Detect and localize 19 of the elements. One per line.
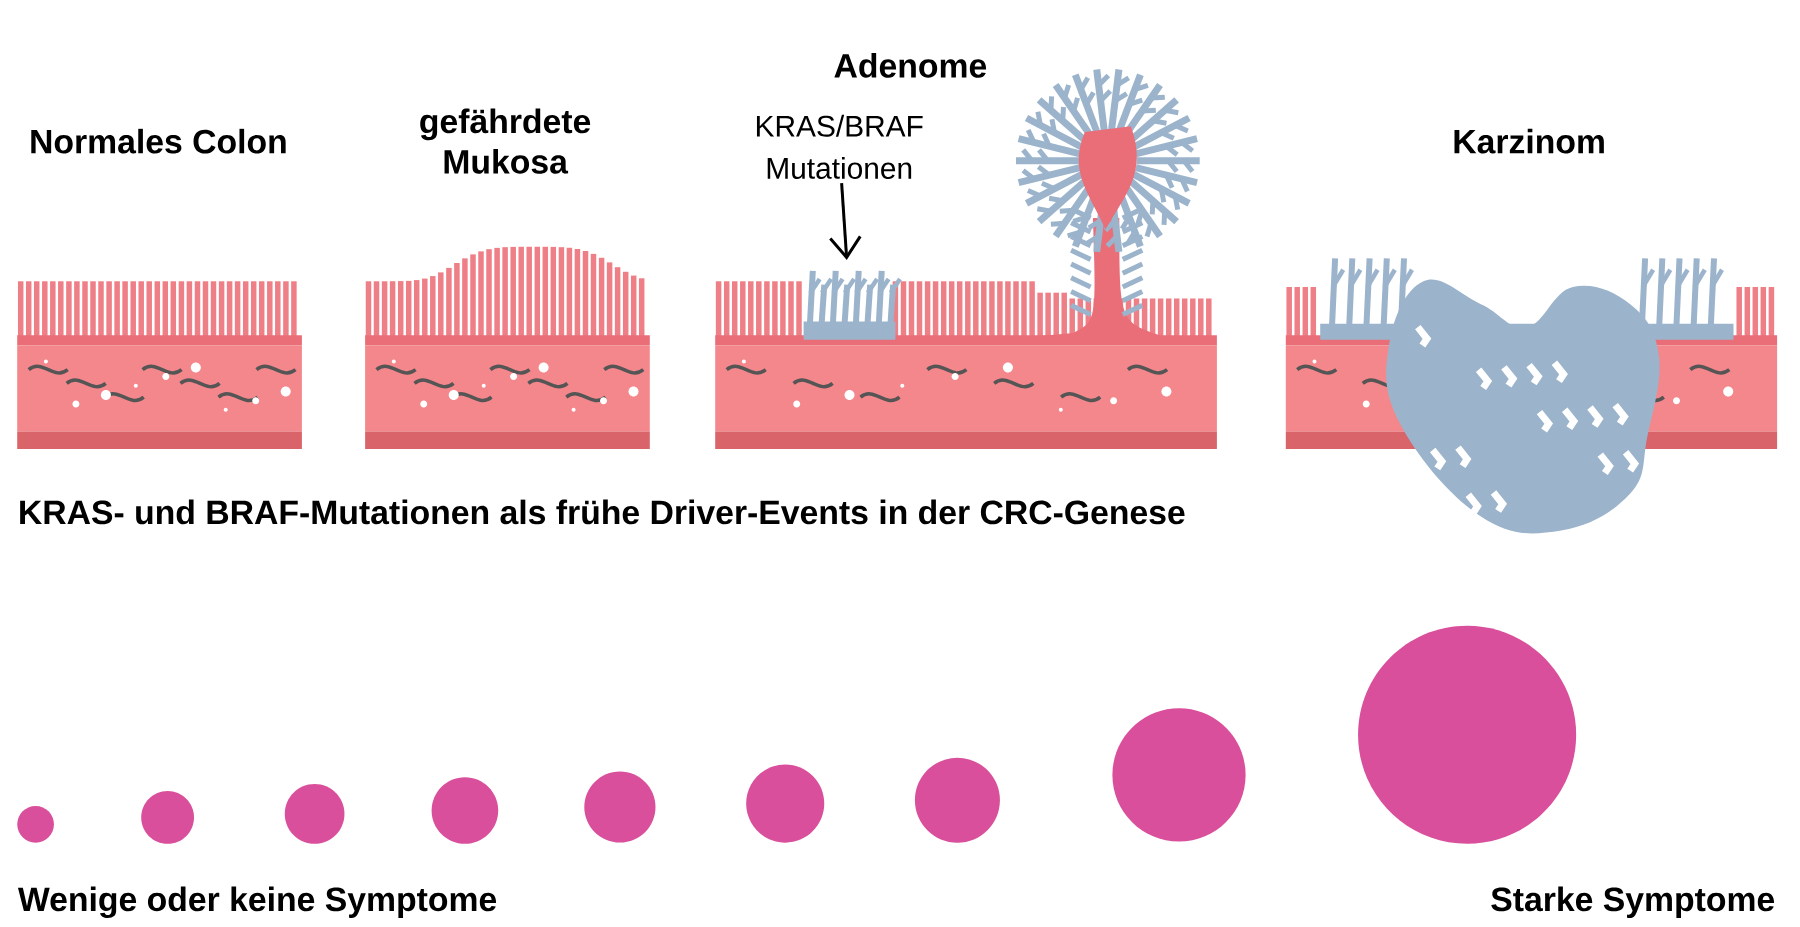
scale-label: Starke Symptome (1491, 886, 1775, 918)
symptom-circle (1112, 708, 1246, 842)
heading: gefährdete Mukosa (420, 108, 591, 174)
heading: Adenome (834, 53, 987, 78)
heading: Normales Colon (31, 128, 286, 154)
polyp-drawing (803, 270, 902, 340)
symptom-circle (17, 805, 54, 843)
annotation-text: KRAS/BRAF Mutationen (756, 114, 923, 179)
symptom-circle (431, 777, 499, 844)
caption-text: KRAS- und BRAF-Mutationen als frühe Driver-Events in der CRC-Genese (20, 499, 1185, 525)
arrow (829, 183, 862, 260)
scale-label: Wenige oder keine Symptome (17, 886, 497, 919)
symptom-circle (584, 771, 656, 843)
symptom-circle (914, 757, 1000, 843)
symptom-circle (141, 791, 194, 844)
heading: Karzinom (1454, 128, 1604, 154)
symptom-circle (746, 764, 825, 843)
symptom-circle (284, 784, 345, 844)
symptom-circle (1358, 625, 1577, 844)
